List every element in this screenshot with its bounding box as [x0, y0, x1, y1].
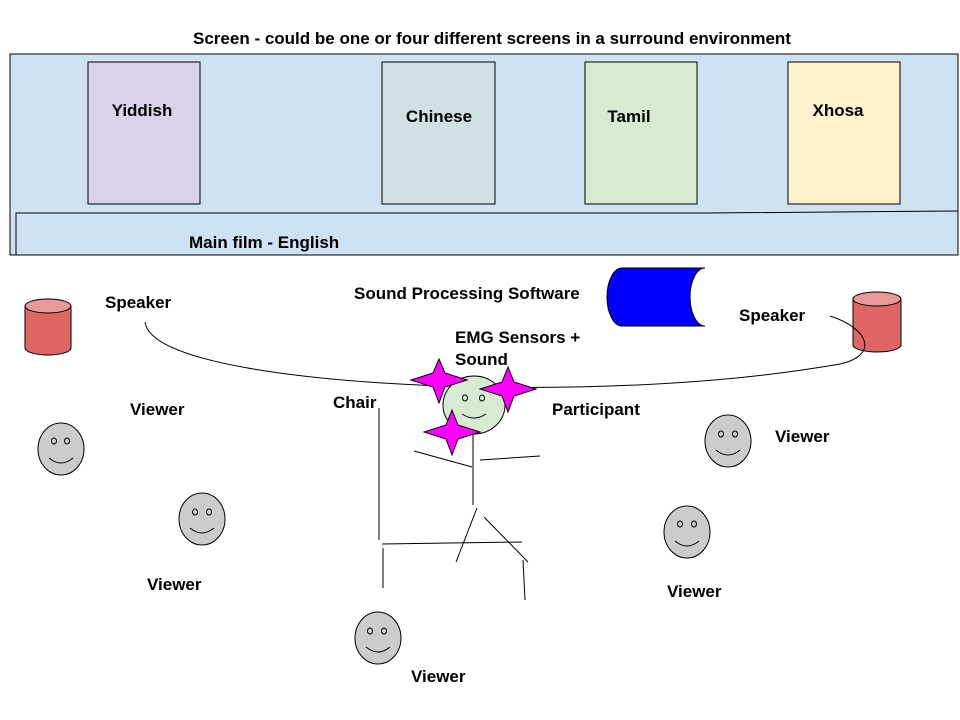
viewer-smiley-face-icon [178, 492, 226, 546]
speaker-connection-curve [144, 315, 866, 388]
viewer-smiley-face-icon [704, 414, 752, 468]
viewer-label: Viewer [667, 582, 722, 601]
language-panel-xhosa [787, 61, 901, 205]
viewer-label: Viewer [147, 575, 202, 594]
emg-sensor-star-icon-bottom [422, 408, 482, 457]
viewer-label: Viewer [775, 427, 830, 446]
speaker-left-label: Speaker [105, 293, 172, 312]
viewer-smiley-face-icon [663, 505, 711, 559]
main-film-label: Main film - English [189, 233, 339, 252]
speaker-left-cylinder-icon [24, 298, 72, 356]
emg-sensors-label-line1: EMG Sensors + [455, 328, 580, 347]
viewer-smiley-face-icon [354, 611, 402, 665]
viewer-label: Viewer [130, 400, 185, 419]
chair [378, 408, 526, 601]
language-label-tamil: Tamil [607, 107, 650, 126]
speaker-right-cylinder-icon [852, 291, 902, 353]
viewer-label: Viewer [411, 667, 466, 686]
emg-sensors-label-line2: Sound [455, 350, 508, 369]
participant-label: Participant [552, 400, 640, 419]
screen-caption: Screen - could be one or four different … [193, 29, 791, 48]
language-panel-tamil [584, 61, 698, 205]
language-panel-chinese [381, 61, 496, 205]
language-label-xhosa: Xhosa [812, 101, 864, 120]
language-label-yiddish: Yiddish [112, 101, 173, 120]
language-panel-yiddish [87, 61, 201, 205]
emg-sensor-star-icon-left [409, 357, 469, 405]
viewer-smiley-face-icon [37, 422, 85, 476]
main-film-strip [15, 210, 959, 255]
participant-figure [413, 434, 541, 563]
sound-processing-software-label: Sound Processing Software [354, 284, 580, 303]
speaker-right-label: Speaker [739, 306, 806, 325]
language-label-chinese: Chinese [406, 107, 472, 126]
chair-label: Chair [333, 393, 377, 412]
sound-processing-software-database-cylinder-icon [606, 267, 720, 327]
emg-sensor-star-icon-right [478, 365, 538, 414]
